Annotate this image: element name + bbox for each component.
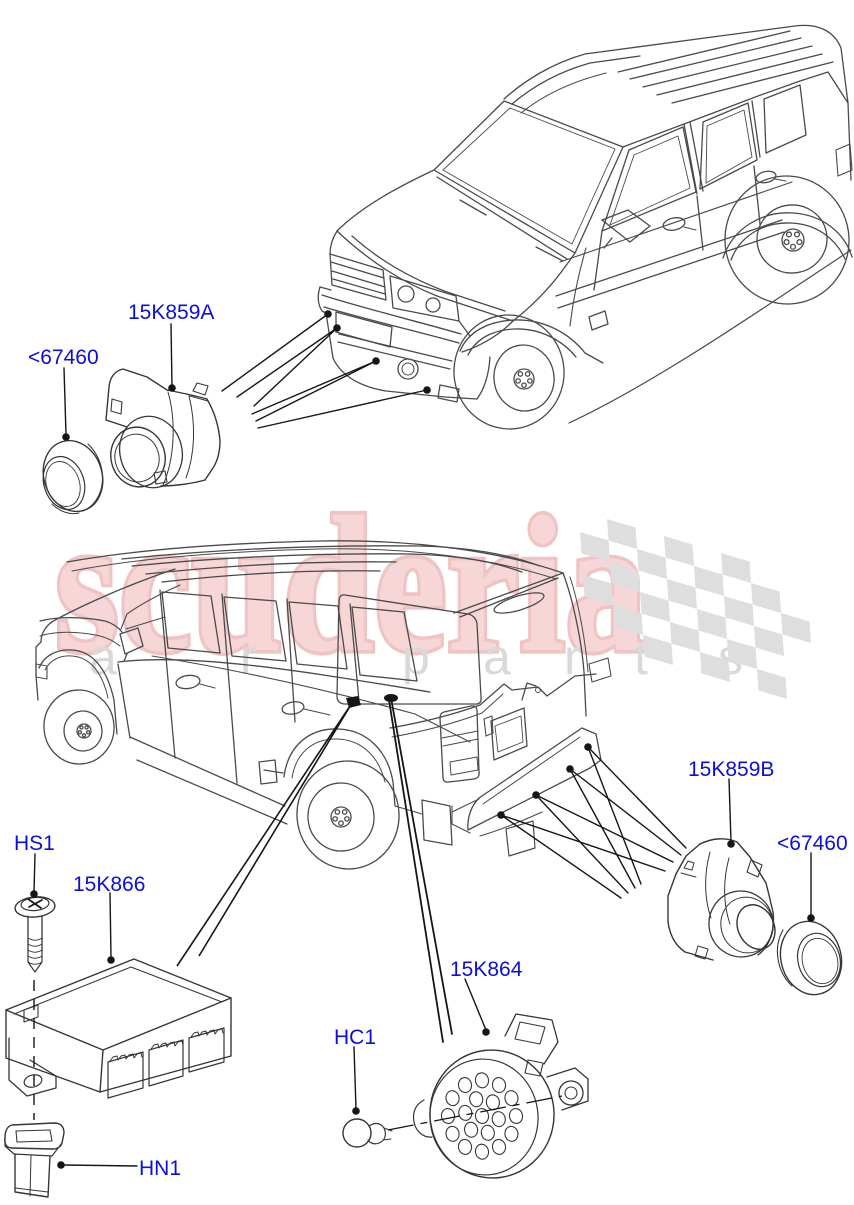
- svg-text:scuderia: scuderia: [55, 476, 647, 693]
- svg-text:a: a: [89, 629, 117, 685]
- svg-text:15K866: 15K866: [73, 873, 145, 896]
- svg-text:15K864: 15K864: [450, 958, 523, 981]
- svg-text:<67460: <67460: [28, 346, 99, 369]
- svg-text:HC1: HC1: [334, 1026, 376, 1049]
- svg-text:15K859A: 15K859A: [128, 301, 214, 324]
- svg-text:15K859B: 15K859B: [688, 758, 774, 781]
- svg-text:r: r: [564, 629, 581, 685]
- svg-text:a: a: [483, 629, 511, 685]
- svg-text:<67460: <67460: [777, 832, 848, 855]
- svg-text:HN1: HN1: [139, 1157, 181, 1180]
- svg-text:HS1: HS1: [14, 832, 55, 855]
